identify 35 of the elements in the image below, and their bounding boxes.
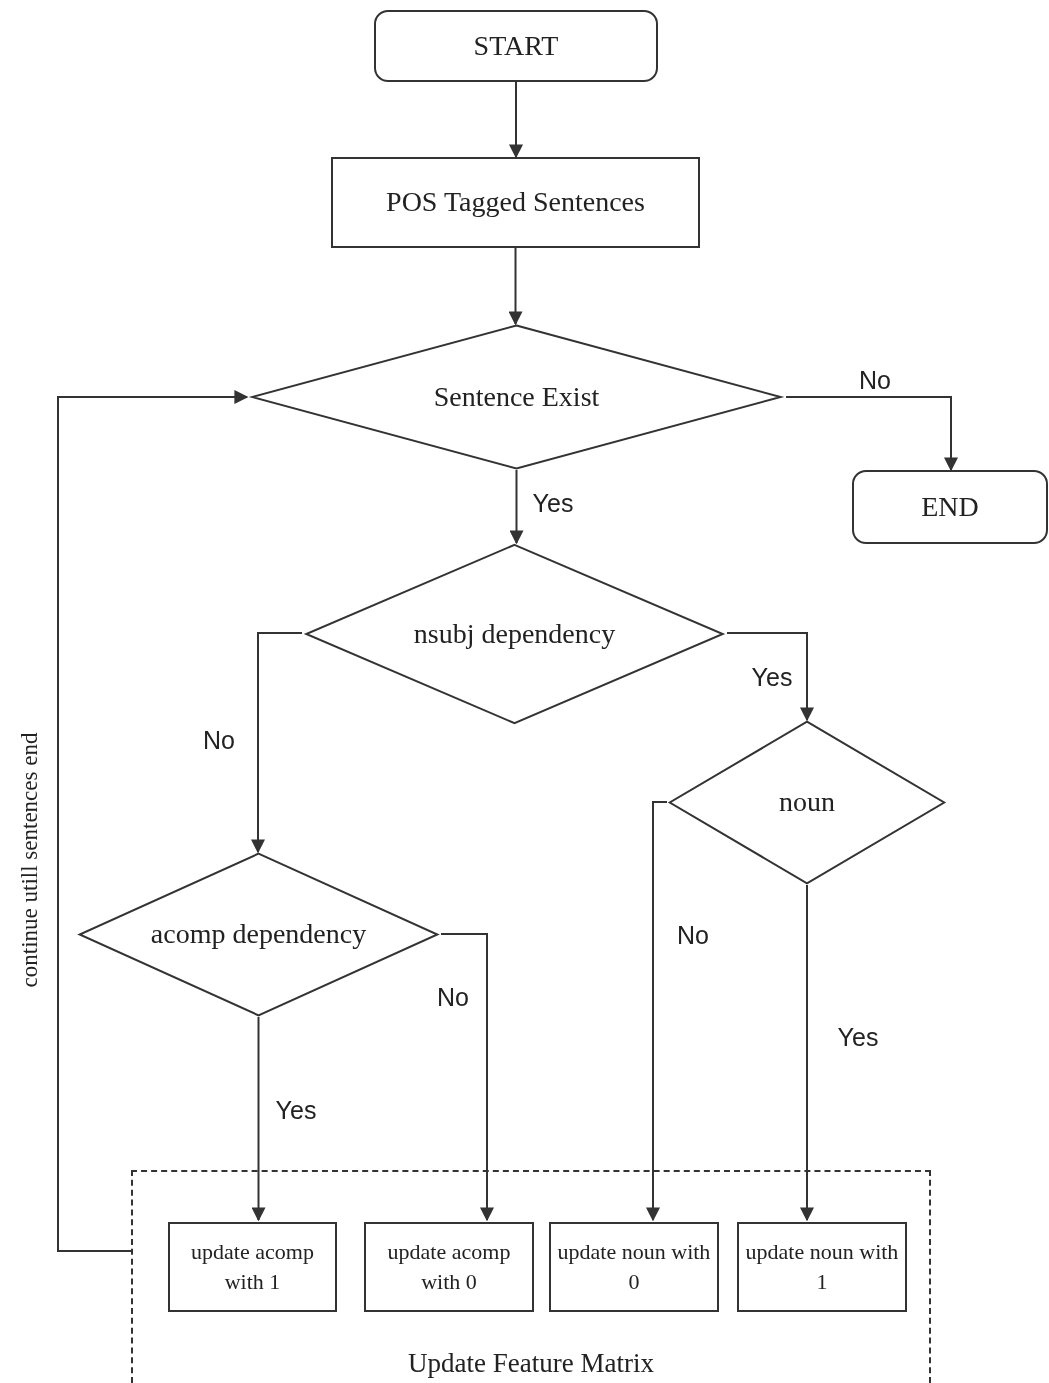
- process-box: [737, 1222, 907, 1312]
- node-text: update noun with 0: [556, 1238, 712, 1296]
- node-text: update acomp with 1: [190, 1238, 315, 1296]
- arrow: [251, 632, 303, 854]
- arrow: [251, 1016, 266, 1222]
- group-frame: [131, 1170, 931, 1383]
- decision-diamond: [302, 543, 727, 725]
- node-text: update acomp with 0: [386, 1238, 512, 1296]
- arrow: [509, 469, 524, 545]
- arrow: [726, 632, 814, 722]
- node-text: update noun with 1: [744, 1238, 900, 1296]
- decision-diamond: [247, 324, 786, 470]
- arrow: [440, 933, 494, 1222]
- process-box: [168, 1222, 337, 1312]
- arrow: [785, 396, 958, 472]
- group-title: Update Feature Matrix: [407, 1348, 655, 1379]
- terminal-box: [374, 10, 658, 82]
- node-text: POS Tagged Sentences: [386, 187, 645, 218]
- node-text: END: [921, 491, 979, 523]
- arrow: [57, 390, 249, 1252]
- node-text: noun: [779, 787, 835, 818]
- node-text: acomp dependency: [150, 919, 367, 950]
- terminal-box: [852, 470, 1048, 544]
- decision-diamond: [667, 720, 947, 885]
- process-box: [331, 157, 700, 248]
- arrow: [509, 81, 523, 159]
- arrow: [508, 247, 523, 326]
- arrow: [646, 801, 668, 1222]
- node-text: Sentence Exist: [433, 381, 600, 413]
- process-box: [549, 1222, 719, 1312]
- node-text: START: [473, 30, 559, 62]
- decision-diamond: [76, 852, 441, 1017]
- node-text: nsubj dependency: [413, 618, 616, 650]
- arrow: [800, 884, 814, 1222]
- process-box: [364, 1222, 534, 1312]
